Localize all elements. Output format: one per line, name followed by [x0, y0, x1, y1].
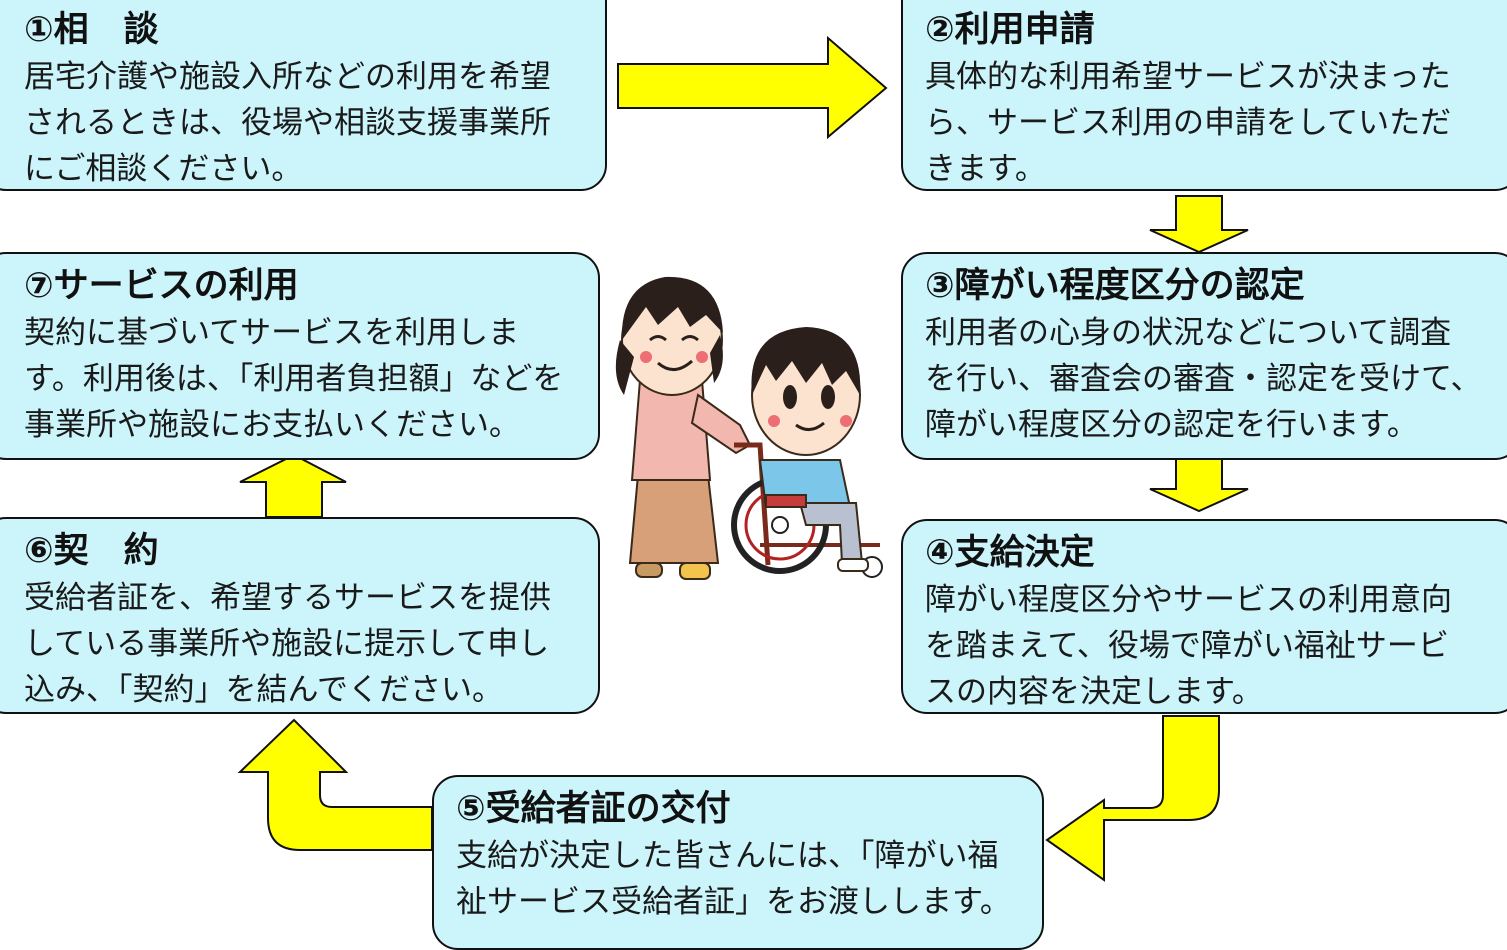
- arrow-step1-to-step2: [617, 35, 888, 140]
- step-description-line: を行い、審査会の審査・認定を受けて、: [925, 361, 1482, 397]
- step-description-line: す。利用後は、「利用者負担額」などを: [24, 361, 564, 397]
- step-description-line: 受給者証を、希望するサービスを提供: [24, 580, 551, 616]
- caregiver-pushing-wheelchair-icon: [615, 276, 883, 580]
- step-title: ⑤受給者証の交付: [456, 789, 731, 829]
- step-5-certificate-issuance-box: ⑤受給者証の交付 支給が決定した皆さんには、「障がい福 祉サービス受給者証」をお…: [432, 775, 1044, 950]
- step-description-line: 込み、「契約」を結んでください。: [24, 672, 503, 708]
- step-title: ②利用申請: [925, 10, 1095, 50]
- step-description: 支給が決定した皆さんには、「障がい福 祉サービス受給者証」をお渡しします。: [456, 833, 1042, 925]
- step-title: ⑦サービスの利用: [24, 266, 299, 306]
- step-title: ⑥契 約: [24, 531, 159, 571]
- step-description-line: 障がい程度区分の認定を行います。: [925, 407, 1418, 443]
- arrow-step6-to-step7: [239, 453, 347, 518]
- arrow-step4-to-step5: [1045, 715, 1220, 882]
- step-description-line: きます。: [925, 151, 1046, 187]
- arrow-step5-to-step6: [237, 718, 433, 851]
- step-title: ④支給決定: [925, 533, 1095, 573]
- arrow-step3-to-step4: [1149, 458, 1249, 513]
- step-description: 障がい程度区分やサービスの利用意向 を踏まえて、役場で障がい福祉サービ スの内容…: [925, 577, 1507, 715]
- step-description-line: 支給が決定した皆さんには、「障がい福: [456, 838, 999, 874]
- step-title: ③障がい程度区分の認定: [925, 266, 1305, 306]
- step-description-line: している事業所や施設に提示して申し: [24, 626, 550, 662]
- step-description-line: にご相談ください。: [24, 151, 303, 187]
- step-2-application-box: ②利用申請 具体的な利用希望サービスが決まった ら、サービス利用の申請をしていた…: [901, 0, 1507, 191]
- step-description: 居宅介護や施設入所などの利用を希望 されるときは、役場や相談支援事業所 にご相談…: [24, 54, 605, 192]
- step-7-service-use-box: ⑦サービスの利用 契約に基づいてサービスを利用しま す。利用後は、「利用者負担額…: [0, 252, 600, 460]
- step-description-line: ら、サービス利用の申請をしていただ: [925, 105, 1452, 141]
- step-description-line: を踏まえて、役場で障がい福祉サービ: [925, 628, 1449, 664]
- step-title: ①相 談: [24, 10, 159, 50]
- step-3-disability-classification-box: ③障がい程度区分の認定 利用者の心身の状況などについて調査 を行い、審査会の審査…: [901, 252, 1507, 460]
- step-description-line: 具体的な利用希望サービスが決まった: [925, 59, 1451, 95]
- step-description-line: されるときは、役場や相談支援事業所: [24, 105, 551, 141]
- step-description-line: 障がい程度区分やサービスの利用意向: [925, 582, 1452, 618]
- step-description: 具体的な利用希望サービスが決まった ら、サービス利用の申請をしていただ きます。: [925, 54, 1507, 192]
- step-description: 利用者の心身の状況などについて調査 を行い、審査会の審査・認定を受けて、 障がい…: [925, 310, 1507, 448]
- step-description-line: 居宅介護や施設入所などの利用を希望: [24, 59, 551, 95]
- step-description: 契約に基づいてサービスを利用しま す。利用後は、「利用者負担額」などを 事業所や…: [24, 310, 598, 448]
- step-1-consultation-box: ①相 談 居宅介護や施設入所などの利用を希望 されるときは、役場や相談支援事業所…: [0, 0, 607, 191]
- step-description: 受給者証を、希望するサービスを提供 している事業所や施設に提示して申し 込み、「…: [24, 575, 598, 713]
- step-description-line: 祉サービス受給者証」をお渡しします。: [456, 884, 1011, 920]
- step-description-line: 契約に基づいてサービスを利用しま: [24, 315, 520, 351]
- step-description-line: スの内容を決定します。: [925, 674, 1263, 710]
- step-description-line: 利用者の心身の状況などについて調査: [925, 315, 1452, 351]
- arrow-step2-to-step3: [1149, 195, 1249, 254]
- step-6-contract-box: ⑥契 約 受給者証を、希望するサービスを提供 している事業所や施設に提示して申し…: [0, 517, 600, 714]
- step-4-benefit-decision-box: ④支給決定 障がい程度区分やサービスの利用意向 を踏まえて、役場で障がい福祉サー…: [901, 519, 1507, 714]
- step-description-line: 事業所や施設にお支払いください。: [24, 407, 520, 443]
